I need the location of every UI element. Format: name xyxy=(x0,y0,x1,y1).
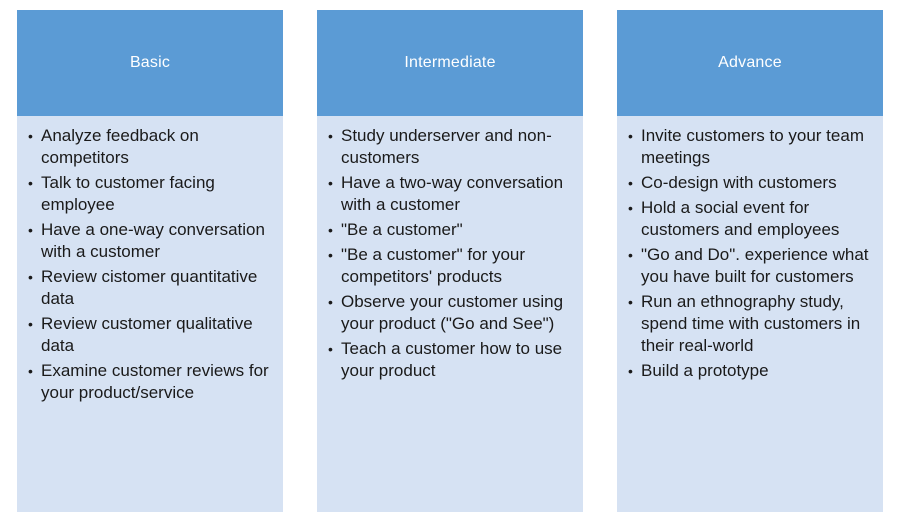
list-item: • Review cistomer quantitative data xyxy=(28,266,273,310)
column-header-advance: Advance xyxy=(617,10,883,116)
column-header-intermediate: Intermediate xyxy=(317,10,583,116)
list-item: • Have a two-way conversation with a cust… xyxy=(328,172,573,216)
bullet-icon: • xyxy=(628,294,633,310)
list-item: • Examine customer reviews for your produ… xyxy=(28,360,273,404)
list-item: • Analyze feedback on competitors xyxy=(28,125,273,169)
bullet-icon: • xyxy=(328,341,333,357)
bullet-icon: • xyxy=(328,294,333,310)
list-item: • Observe your customer using your produc… xyxy=(328,291,573,335)
list-item: • Study underserver and non-customers xyxy=(328,125,573,169)
item-text: Review customer qualitative data xyxy=(41,314,253,355)
column-title-advance: Advance xyxy=(718,54,782,71)
list-item: • "Go and Do". experience what you have b… xyxy=(628,244,873,288)
item-text: Run an ethnography study, spend time wit… xyxy=(641,292,861,355)
bullet-icon: • xyxy=(28,128,33,144)
item-text: Hold a social event for customers and em… xyxy=(641,198,840,239)
item-list-intermediate: • Study underserver and non-customers • Ha… xyxy=(328,125,573,382)
item-text: Co-design with customers xyxy=(641,173,837,192)
list-item: • Hold a social event for customers and e… xyxy=(628,197,873,241)
item-text: Examine customer reviews for your produc… xyxy=(41,361,269,402)
bullet-icon: • xyxy=(28,363,33,379)
list-item: • "Be a customer" for your competitors' p… xyxy=(328,244,573,288)
item-list-basic: • Analyze feedback on competitors • Talk t… xyxy=(28,125,273,404)
bullet-icon: • xyxy=(28,269,33,285)
list-item: • Talk to customer facing employee xyxy=(28,172,273,216)
item-text: "Go and Do". experience what you have bu… xyxy=(641,245,869,286)
column-title-intermediate: Intermediate xyxy=(404,54,496,71)
list-item: • Invite customers to your team meetings xyxy=(628,125,873,169)
bullet-icon: • xyxy=(628,363,633,379)
bullet-icon: • xyxy=(328,247,333,263)
column-body-advance: •Invite customers to your team meetings … xyxy=(617,116,883,512)
column-title-basic: Basic xyxy=(129,54,171,71)
item-text: Build a prototype xyxy=(641,361,769,380)
item-text: Study underserver and non-customers xyxy=(341,126,552,167)
item-text: Invite customers to your team meetings xyxy=(641,126,864,167)
list-item: • Review customer qualitative data xyxy=(28,313,273,357)
bullet-icon: • xyxy=(328,175,333,191)
bullet-icon: • xyxy=(328,222,333,238)
column-body-basic: • Analyze feedback on competitors • Talk t… xyxy=(17,116,283,512)
item-text: Analyze feedback on competitors xyxy=(41,126,199,167)
bullet-icon: • xyxy=(628,128,633,144)
list-item: • Run an ethnography study, spend time wi… xyxy=(628,291,873,357)
column-body-intermediate: • Study underserver and non-customers • Ha… xyxy=(317,116,583,512)
list-item: • "Be a customer" xyxy=(328,219,573,241)
item-text: Have a two-way conversation with a custo… xyxy=(341,173,564,214)
list-item: • Have a one-way conversation with a cust… xyxy=(28,219,273,263)
column-header-basic: Basic xyxy=(17,10,283,116)
bullet-icon: • xyxy=(628,175,633,191)
bullet-icon: • xyxy=(28,222,33,238)
item-text: Teach a customer how to use your product xyxy=(341,339,563,380)
bullet-icon: • xyxy=(628,247,633,263)
item-text: Review cistomer quantitative data xyxy=(41,267,258,308)
bullet-icon: • xyxy=(28,316,33,332)
list-item: • Co-design with customers xyxy=(628,172,873,194)
item-text: Have a one-way conversation with a custo… xyxy=(41,220,265,261)
list-item: • Build a prototype xyxy=(628,360,873,382)
item-text: Observe your customer using your product… xyxy=(341,292,564,333)
column-intermediate: Intermediate • Study underserver and non-… xyxy=(317,10,583,512)
item-text: Talk to customer facing employee xyxy=(41,173,215,214)
bullet-icon: • xyxy=(628,200,633,216)
column-advance: Advance • Invite customers to your team m… xyxy=(617,10,883,512)
item-list-advance: •Invite customers to your team meetings … xyxy=(628,125,873,382)
bullet-icon: • xyxy=(28,175,33,191)
column-basic: Basic • Analyze feedback on competitors •… xyxy=(17,10,283,512)
item-text: "Be a customer" xyxy=(341,220,463,239)
list-item: • Teach a customer how to use your produc… xyxy=(328,338,573,382)
bullet-icon: • xyxy=(328,128,333,144)
item-text: "Be a customer" for your competitors' pr… xyxy=(341,245,526,286)
